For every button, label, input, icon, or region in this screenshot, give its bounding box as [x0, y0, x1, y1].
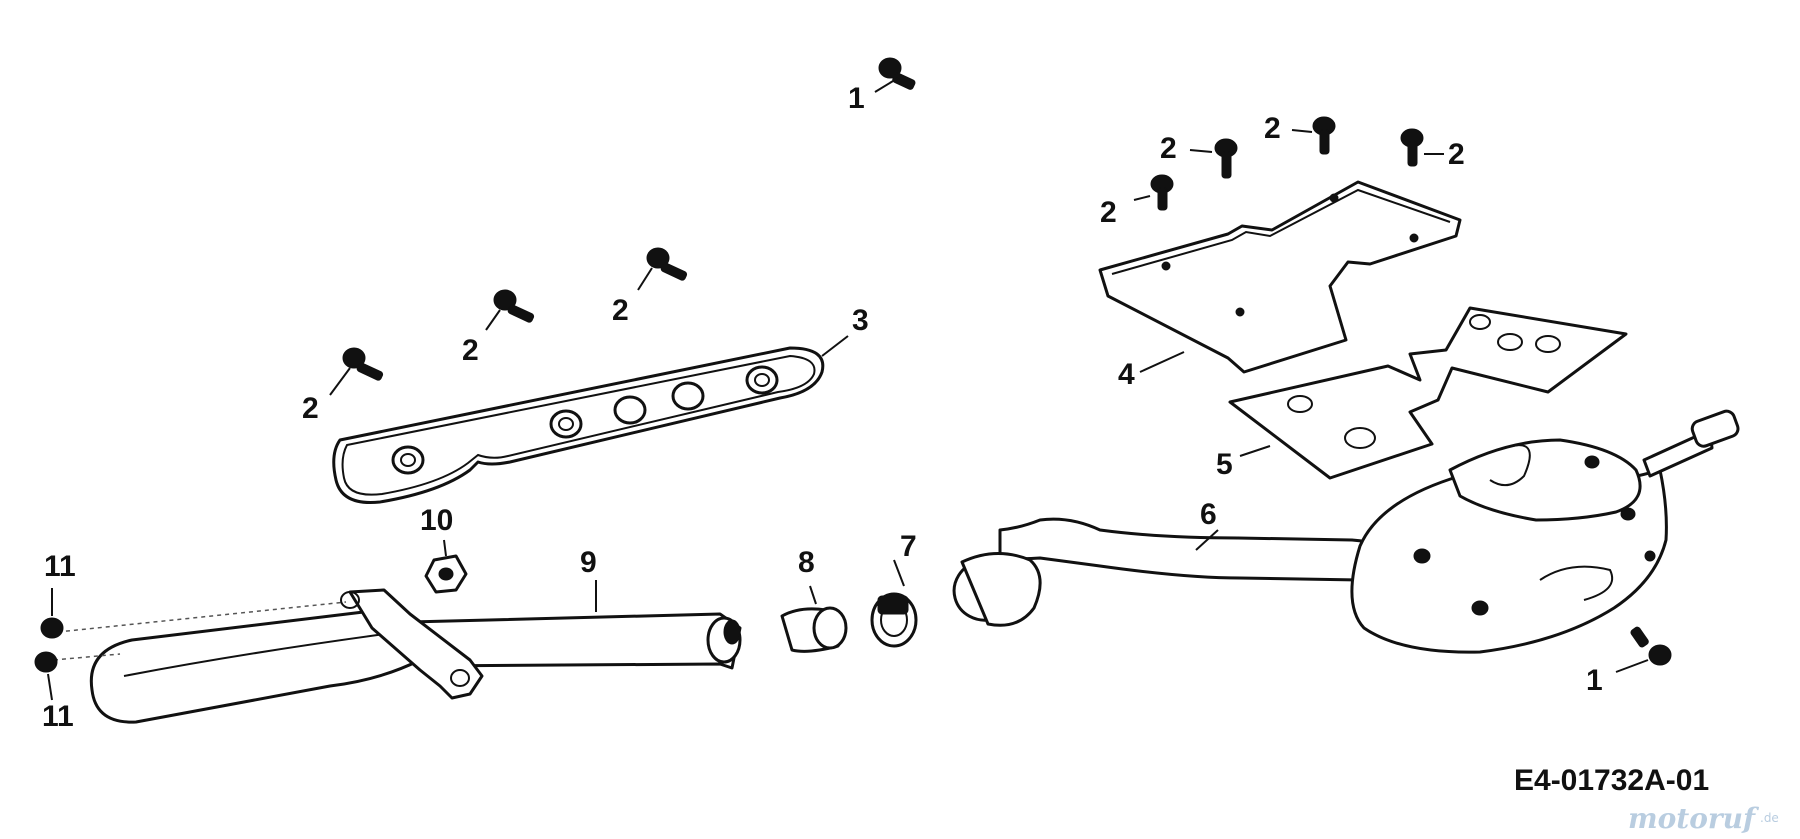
leader-11-lower — [47, 673, 53, 701]
bolt-2-f — [1312, 116, 1336, 155]
callout-2-f: 2 — [1264, 112, 1281, 145]
exhaust-pipe-part-9 — [53, 588, 742, 724]
leader-2-d — [1133, 195, 1151, 201]
callout-1-top: 1 — [848, 82, 865, 115]
bolt-2-c — [646, 247, 688, 281]
clamp-part-7 — [870, 592, 918, 648]
leader-2-f — [1291, 129, 1313, 133]
leader-10 — [443, 539, 447, 557]
bolt-2-e — [1214, 138, 1238, 179]
callout-3: 3 — [852, 304, 869, 337]
callout-2-a: 2 — [302, 392, 319, 425]
callout-5: 5 — [1216, 448, 1233, 481]
leader-2-c — [637, 267, 653, 291]
drawing-code: E4-01732A-01 — [1514, 764, 1709, 797]
bolt-1-top — [878, 57, 916, 90]
callout-7: 7 — [900, 530, 917, 563]
callout-10: 10 — [420, 504, 453, 537]
callout-11-upper: 11 — [44, 550, 76, 583]
leader-7 — [893, 559, 905, 587]
callout-6: 6 — [1200, 498, 1217, 531]
leader-4 — [1139, 351, 1185, 373]
nut-part-11-upper — [40, 617, 64, 639]
callout-9: 9 — [580, 546, 597, 579]
callout-11-lower: 11 — [42, 700, 74, 733]
bolt-2-a — [342, 347, 384, 381]
callout-2-g-label: 2 — [1448, 138, 1465, 171]
leader-5 — [1239, 445, 1271, 457]
leader-1-top — [874, 77, 899, 93]
watermark-suffix: .de — [1760, 811, 1779, 825]
callout-2-c: 2 — [612, 294, 629, 327]
bolt-2-g — [1400, 128, 1424, 167]
callout-2-b: 2 — [462, 334, 479, 367]
callout-2-d: 2 — [1100, 196, 1117, 229]
leader-2-b — [485, 309, 501, 331]
leader-2-e — [1189, 149, 1213, 153]
callout-8: 8 — [798, 546, 815, 579]
bolt-1-bottom — [1630, 626, 1672, 666]
leader-6 — [1195, 529, 1219, 551]
gasket-part-5 — [1228, 306, 1628, 480]
motoruf-watermark: motoruf .de — [1628, 802, 1779, 835]
callout-2-e: 2 — [1160, 132, 1177, 165]
bolt-2-d — [1150, 174, 1174, 211]
sleeve-part-8 — [780, 606, 848, 653]
callout-1-bottom: 1 — [1586, 664, 1603, 697]
leader-1-bottom — [1615, 659, 1649, 673]
leader-2-a — [329, 367, 351, 396]
nut-part-11-lower — [34, 651, 58, 673]
leader-8 — [809, 585, 817, 605]
watermark-brand: motoruf — [1628, 802, 1760, 834]
leader-3 — [821, 335, 849, 357]
nut-part-10 — [424, 554, 468, 594]
exhaust-plate-part-3 — [332, 346, 825, 505]
bolt-2-b — [493, 289, 535, 323]
heat-shield-part-4 — [1098, 180, 1462, 374]
callout-4: 4 — [1118, 358, 1135, 391]
